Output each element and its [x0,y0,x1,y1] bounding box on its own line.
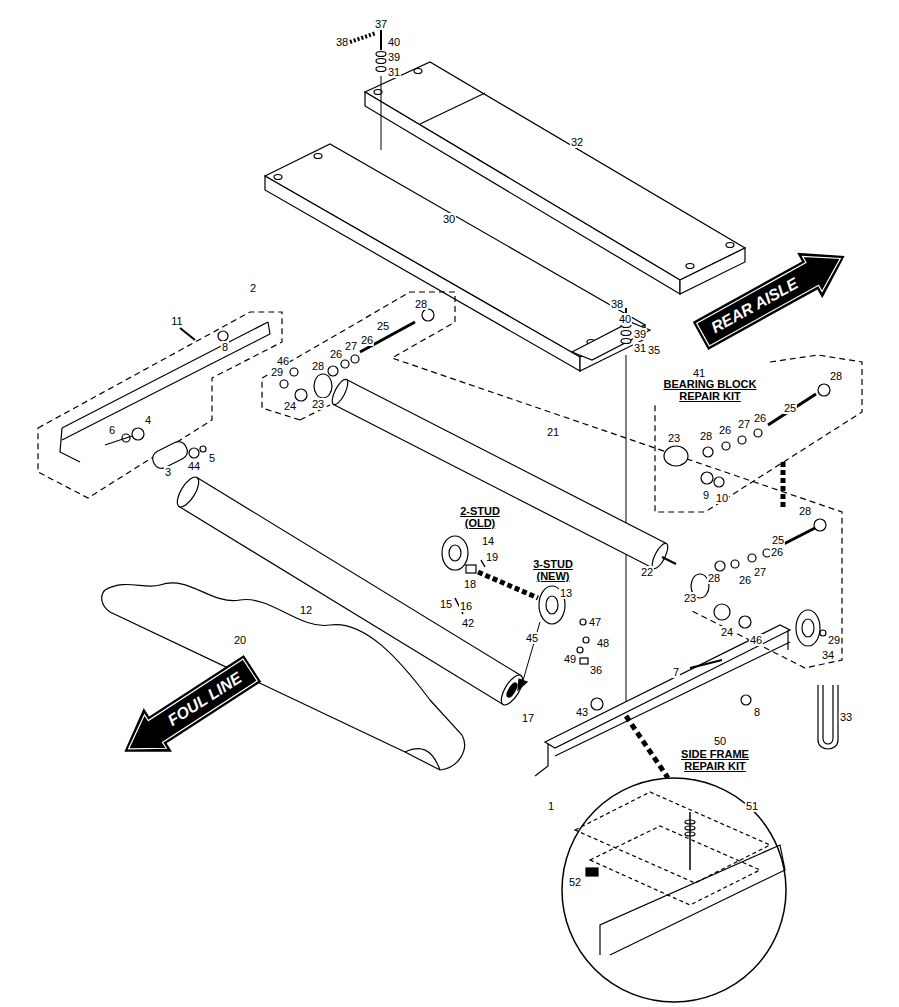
callout-number: 33 [839,711,853,723]
callout-number: 18 [463,578,477,590]
callout-number: 21 [546,426,560,438]
callout-number: 19 [485,551,499,563]
callout-number: 31 [633,342,647,354]
callout-number: 25 [783,402,797,414]
callout-number: 26 [718,424,732,436]
kit-heading: SIDE FRAME REPAIR KIT [669,748,761,772]
callout-number: 38 [335,36,349,48]
callout-number: 10 [715,492,729,504]
callout-number: 44 [187,460,201,472]
callout-number: 25 [376,320,390,332]
callout-number: 28 [829,370,843,382]
callout-number: 29 [827,634,841,646]
callout-number: 23 [311,398,325,410]
callout-number: 20 [233,634,247,646]
callout-number: 1 [547,800,555,812]
callout-number: 32 [570,136,584,148]
callout-number: 28 [699,430,713,442]
callout-number: 24 [283,400,297,412]
callout-number: 49 [563,653,577,665]
callout-number: 26 [753,412,767,424]
callout-number: 31 [387,66,401,78]
callout-number: 15 [439,598,453,610]
callout-number: 28 [798,505,812,517]
callout-number: 51 [745,800,759,812]
callout-number: 23 [667,432,681,444]
direction-arrow: FOUL LINE [110,647,267,774]
callout-number: 11 [170,315,183,327]
callout-number: 26 [329,348,343,360]
kit-heading: 3-STUD (NEW) [527,558,579,582]
callout-number: 2 [249,282,257,294]
callout-number: 29 [270,366,284,378]
callout-number: 4 [144,414,152,426]
callout-number: 39 [387,51,401,63]
callout-number: 46 [749,634,763,646]
callout-number: 25 [771,534,785,546]
callout-number: 22 [640,566,654,578]
callout-number: 26 [738,574,752,586]
callout-number: 38 [610,298,624,310]
kit-heading: 2-STUD (OLD) [454,505,506,529]
callout-number: 28 [707,572,721,584]
callout-number: 7 [672,666,680,678]
callout-number: 24 [720,626,734,638]
callout-number: 47 [588,616,602,628]
callout-number: 52 [568,876,582,888]
callout-number: 37 [374,18,388,30]
callout-number: 28 [311,360,325,372]
callout-number: 23 [683,592,697,604]
callout-number: 13 [559,587,573,599]
callout-number: 40 [387,36,401,48]
callout-number: 50 [713,735,727,747]
callout-number: 14 [481,535,495,547]
direction-arrow: REAR AISLE [687,233,857,358]
callout-number: 30 [442,213,456,225]
callout-number: 39 [633,328,647,340]
callout-number: 12 [299,604,313,616]
callout-number: 6 [108,424,116,436]
callout-number: 8 [753,706,761,718]
callout-number: 27 [753,566,767,578]
callout-number: 8 [221,341,229,353]
callout-number: 5 [208,452,216,464]
callout-number: 26 [770,546,784,558]
callout-number: 26 [360,334,374,346]
callout-number: 43 [575,706,589,718]
callout-number: 40 [618,313,632,325]
callout-number: 16 [459,600,473,612]
callout-number: 17 [521,712,535,724]
callout-number: 9 [702,489,710,501]
callout-number: 28 [414,298,428,310]
callout-number: 36 [589,664,603,676]
callout-number: 3 [164,466,172,478]
callout-number: 48 [596,637,610,649]
callout-number: 45 [525,632,539,644]
callout-number: 35 [647,344,661,356]
callout-number: 42 [461,617,475,629]
callout-number: 27 [344,340,358,352]
kit-heading: BEARING BLOCK REPAIR KIT [659,378,761,402]
callout-number: 34 [821,649,835,661]
callout-number: 41 [692,367,706,379]
callout-number: 27 [737,418,751,430]
